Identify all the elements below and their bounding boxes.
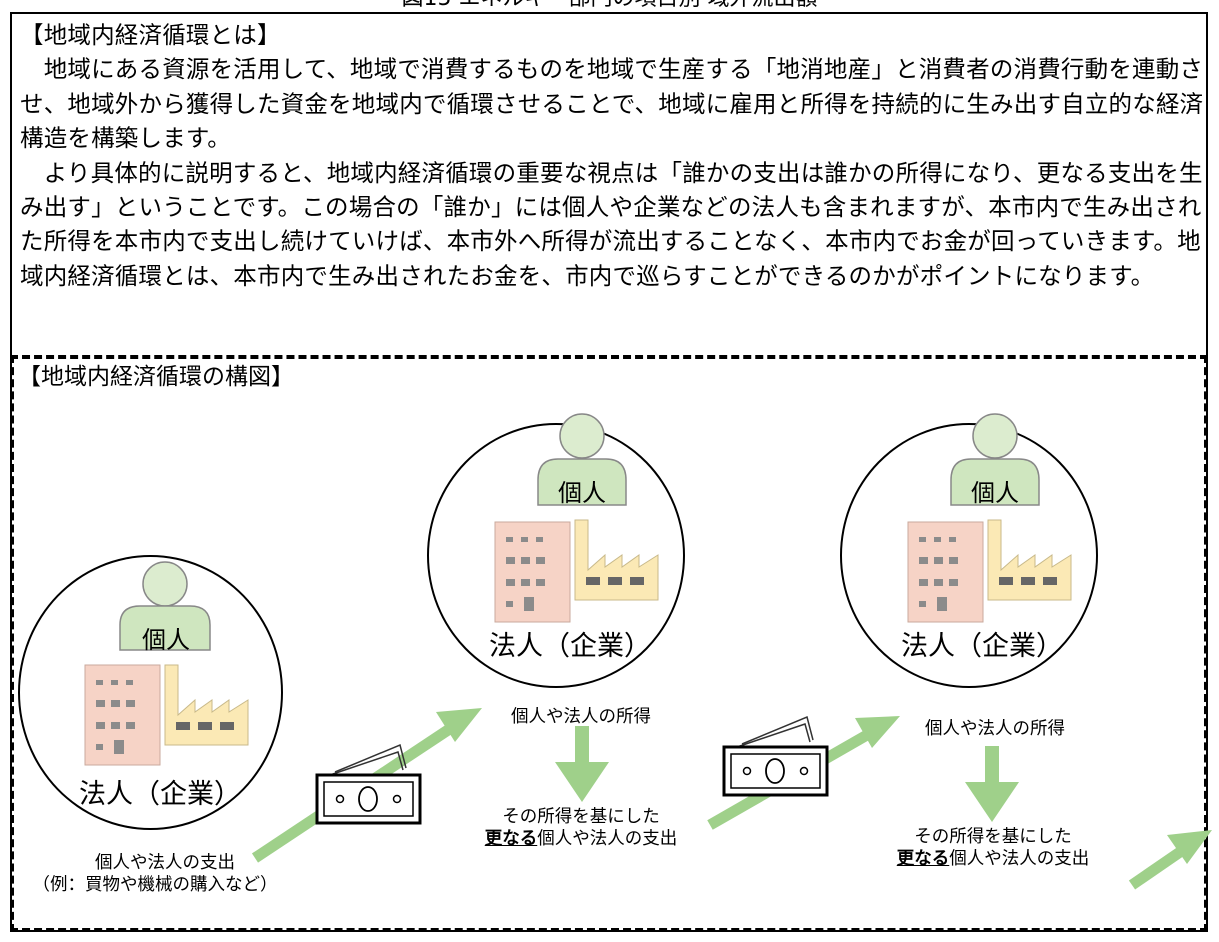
- explanation-heading: 【地域内経済循環とは】: [20, 21, 281, 49]
- office-building-icon: [84, 664, 161, 766]
- explanation-paragraph-2: より具体的に説明すると、地域内経済循環の重要な視点は「誰かの支出は誰かの所得にな…: [20, 158, 1203, 290]
- further-spend-label: その所得を基にした 更なる個人や法人の支出: [456, 806, 706, 850]
- spend-label-line1: 個人や法人の支出: [95, 853, 235, 873]
- entity-circle-2: [427, 423, 685, 688]
- further-spend-line2: 更なる個人や法人の支出: [456, 828, 706, 850]
- factory-icon: [574, 519, 659, 601]
- down-arrow-icon: [965, 746, 1019, 822]
- explanation-block: 【地域内経済循環とは】 地域にある資源を活用して、地域で消費するものを地域で生産…: [20, 18, 1210, 293]
- further-emph: 更なる: [896, 849, 950, 869]
- factory-icon: [164, 664, 249, 746]
- person-label: 個人: [558, 479, 606, 507]
- spend-label: 個人や法人の支出 （例：買物や機械の購入など）: [33, 852, 290, 896]
- corp-label: 法人（企業）: [79, 779, 241, 810]
- income-label: 個人や法人の所得: [511, 707, 651, 727]
- person-icon: [950, 413, 1040, 506]
- spend-label-line2: （例：買物や機械の購入など）: [32, 875, 278, 895]
- money-icon: [722, 715, 829, 797]
- income-label: 個人や法人の所得: [925, 719, 1065, 739]
- further-spend-label: その所得を基にした 更なる個人や法人の支出: [868, 826, 1118, 870]
- person-label: 個人: [142, 626, 190, 654]
- office-building-icon: [907, 521, 984, 623]
- person-icon: [537, 413, 627, 506]
- office-building-icon: [494, 521, 571, 623]
- factory-icon: [987, 519, 1072, 601]
- person-icon: [119, 561, 211, 651]
- corp-label: 法人（企業）: [489, 631, 651, 662]
- entity-circle-3: [840, 423, 1098, 688]
- further-spend-line1: その所得を基にした: [502, 807, 660, 827]
- further-emph: 更なる: [484, 829, 538, 849]
- further-spend-line1: その所得を基にした: [914, 827, 1072, 847]
- further-spend-line2: 更なる個人や法人の支出: [868, 848, 1118, 870]
- explanation-paragraph-1: 地域にある資源を活用して、地域で消費するものを地域で生産する「地消地産」と消費者…: [20, 55, 1204, 153]
- diagram-frame: [10, 355, 1208, 932]
- down-arrow-icon: [555, 726, 609, 802]
- corp-label: 法人（企業）: [901, 631, 1063, 662]
- person-label: 個人: [971, 479, 1019, 507]
- money-icon: [315, 743, 422, 825]
- further-rest: 個人や法人の支出: [949, 849, 1090, 869]
- diagram-title: 【地域内経済循環の構図】: [18, 364, 294, 390]
- figure-title: 図15 エネルギー部門の項目別 域外流出額: [0, 0, 1219, 12]
- further-rest: 個人や法人の支出: [537, 829, 678, 849]
- diagonal-arrow-icon: [1128, 830, 1212, 890]
- entity-circle-1: [18, 555, 283, 830]
